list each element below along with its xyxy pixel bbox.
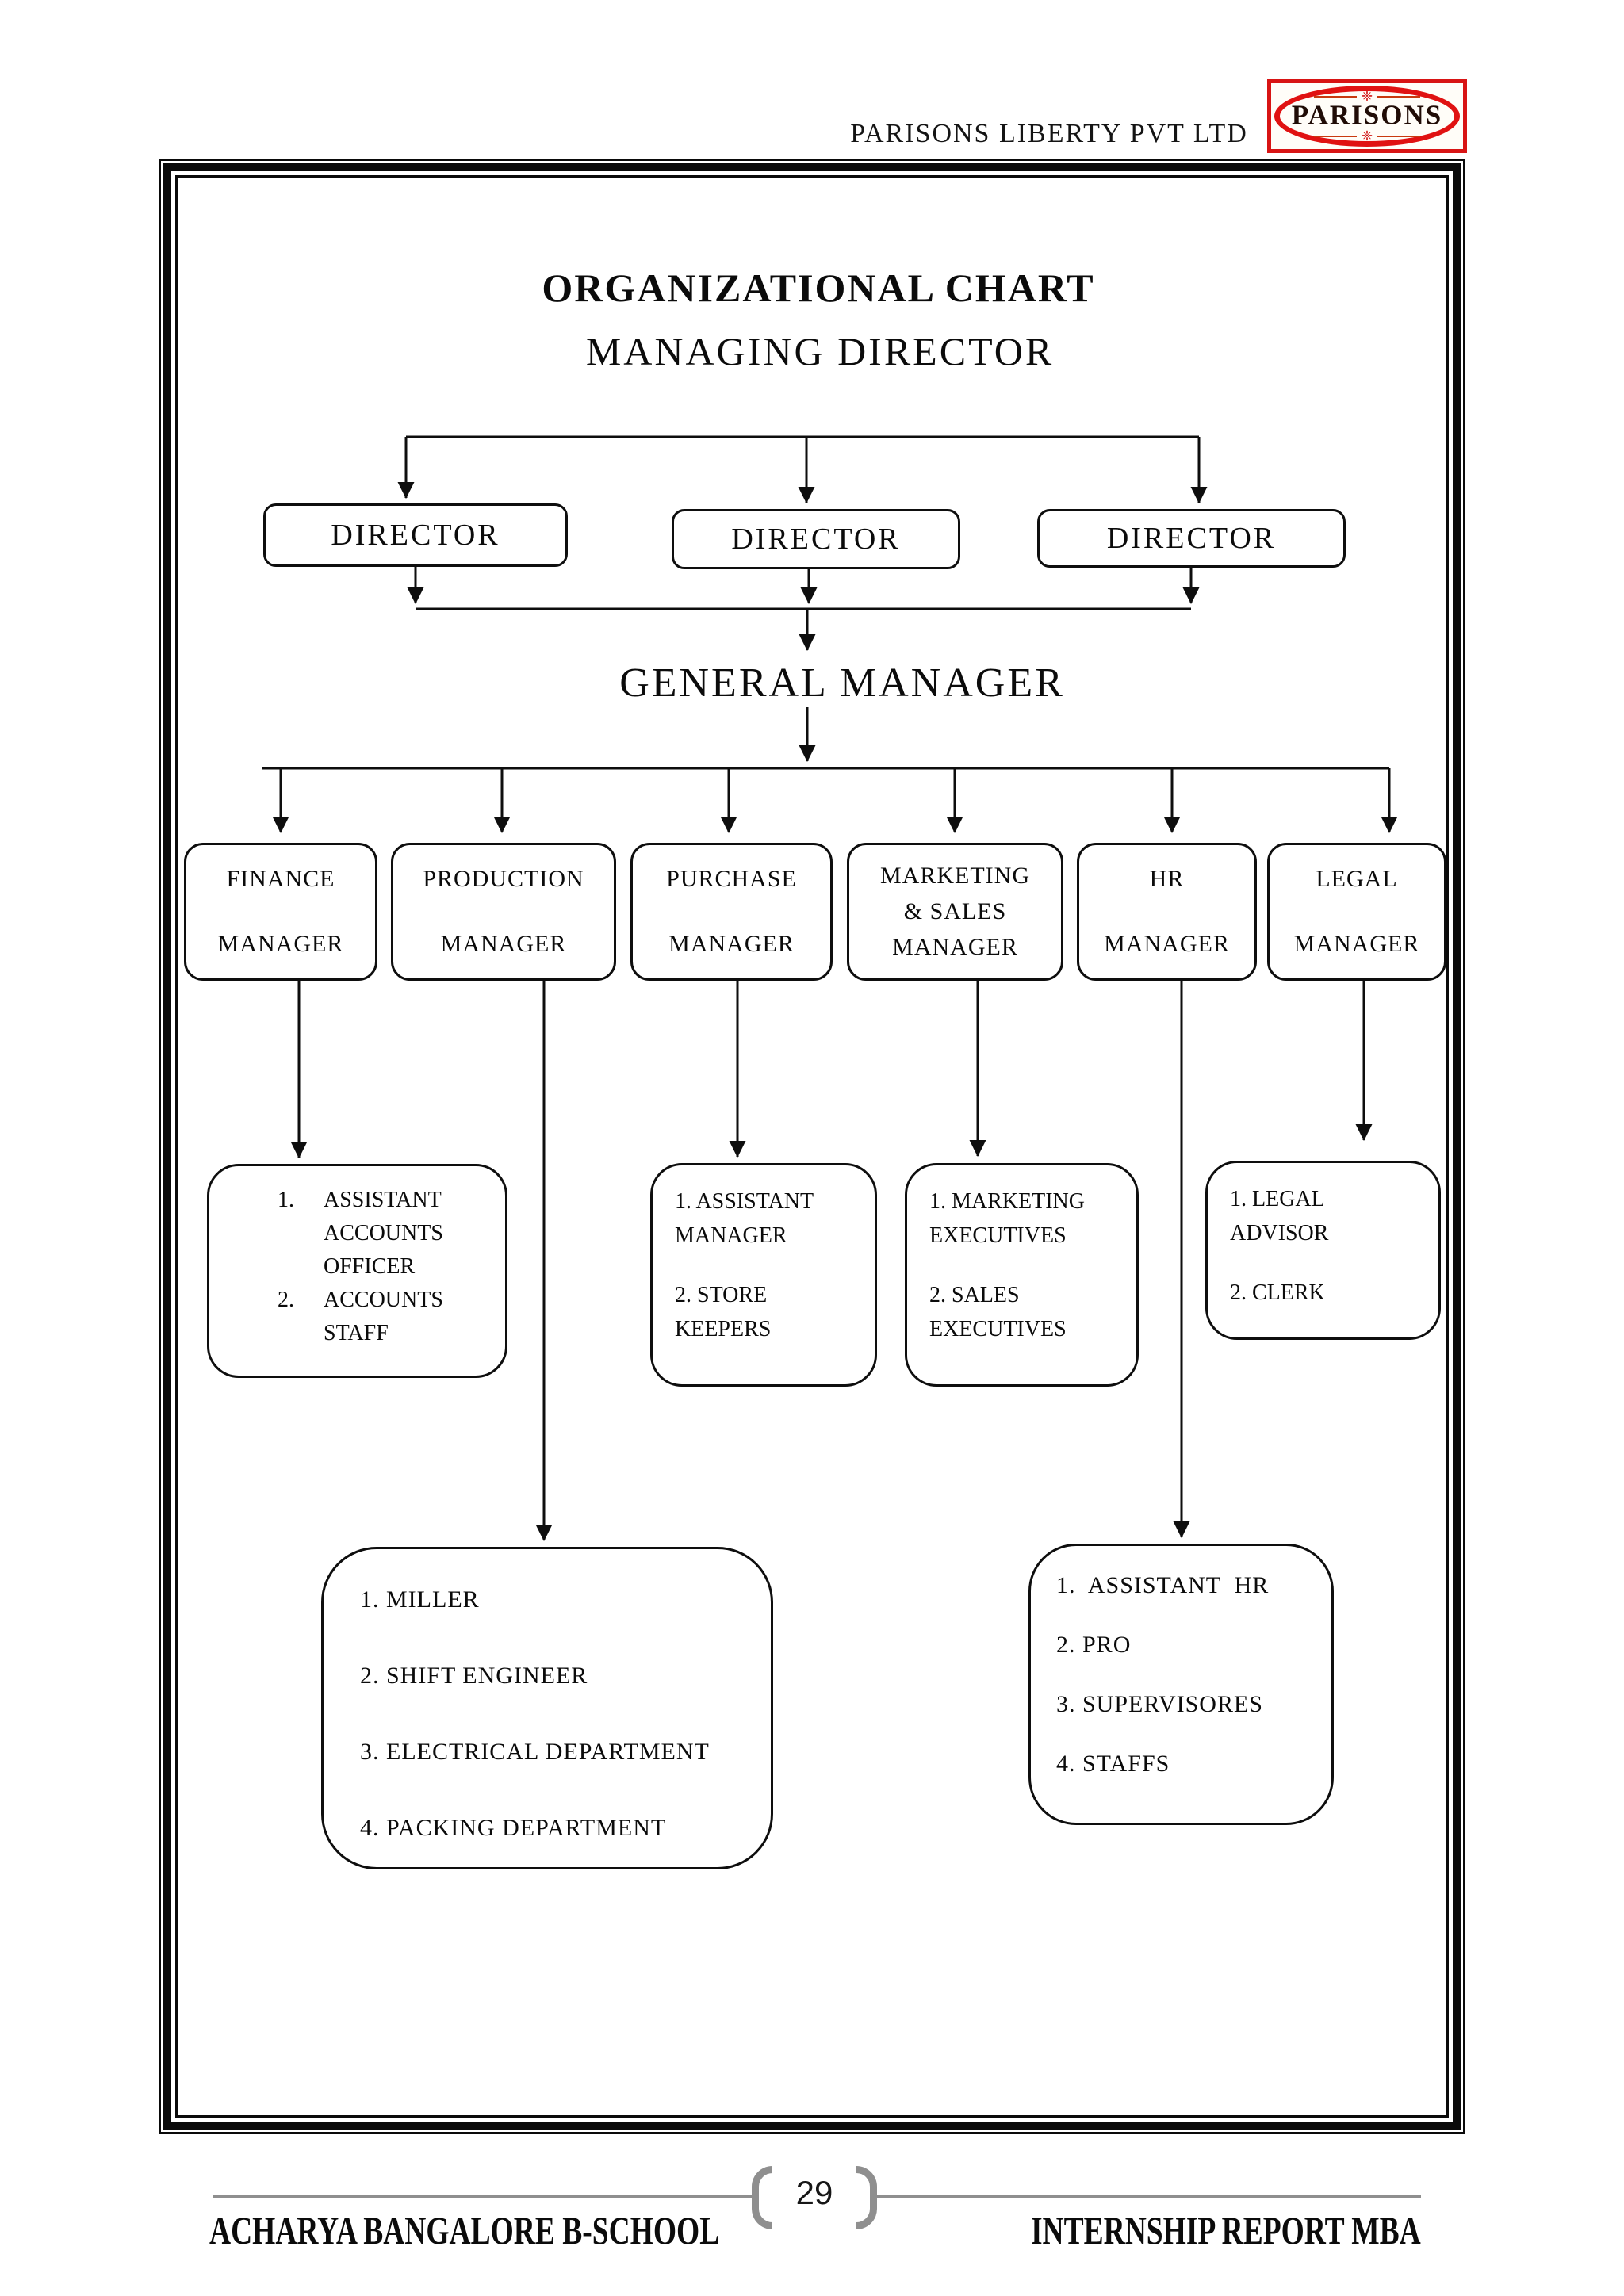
director-label: DIRECTOR	[731, 522, 901, 556]
chart-title: ORGANIZATIONAL CHART	[542, 266, 1095, 310]
list-line: EXECUTIVES	[929, 1223, 1067, 1248]
purchase-staff-box: 1. ASSISTANT MANAGER 2. STORE KEEPERS	[650, 1163, 877, 1387]
hr-manager-box: HR MANAGER	[1077, 843, 1257, 981]
legal-staff-box: 1. LEGAL ADVISOR 2. CLERK	[1205, 1161, 1441, 1340]
legal-manager-box: LEGAL MANAGER	[1267, 843, 1446, 981]
page-border-thick	[163, 163, 1461, 2130]
hr-staff-box: 1. ASSISTANT HR 2. PRO 3. SUPERVISORES 4…	[1028, 1544, 1334, 1825]
ornament-bar	[1377, 135, 1421, 137]
page-border-outer	[159, 159, 1465, 2134]
page-number-bracket-left	[752, 2166, 772, 2229]
flourish-icon: ❈	[1361, 128, 1373, 144]
list-line: 2. STORE	[675, 1283, 768, 1307]
list-line: 2. SALES	[929, 1283, 1020, 1307]
manager-label-line: MANAGER	[1293, 931, 1420, 957]
list-line: 3. SUPERVISORES	[1056, 1691, 1263, 1717]
manager-label-line: MARKETING	[880, 863, 1030, 889]
logo-ellipse	[1274, 86, 1460, 147]
ornament-bar	[1313, 95, 1357, 98]
page-border-inner	[175, 175, 1449, 2118]
company-name: PARISONS LIBERTY PVT LTD	[850, 119, 1248, 148]
director-label: DIRECTOR	[1106, 522, 1277, 555]
list-line: ACCOUNTS	[324, 1221, 443, 1246]
footer-rule-right	[877, 2195, 1421, 2198]
ornament-bar	[1377, 95, 1421, 98]
list-number: 2.	[278, 1288, 294, 1312]
parisons-logo: ❈ PARISONS ❈	[1267, 79, 1467, 153]
general-manager-label: GENERAL MANAGER	[619, 660, 1065, 706]
manager-label-line: MANAGER	[892, 934, 1018, 960]
list-line: ADVISOR	[1230, 1221, 1329, 1246]
ornament-bar	[1313, 135, 1357, 137]
logo-ornament-top: ❈	[1271, 90, 1463, 103]
list-line: 1. ASSISTANT	[675, 1189, 814, 1214]
flourish-icon: ❈	[1361, 89, 1373, 104]
manager-label-line: LEGAL	[1316, 866, 1398, 892]
list-line: ASSISTANT	[324, 1188, 442, 1212]
list-line: STAFF	[324, 1321, 389, 1345]
list-line: 2. CLERK	[1230, 1280, 1325, 1305]
marketing-staff-box: 1. MARKETING EXECUTIVES 2. SALES EXECUTI…	[905, 1163, 1139, 1387]
list-line: 3. ELECTRICAL DEPARTMENT	[360, 1739, 710, 1765]
list-line: 4. STAFFS	[1056, 1751, 1170, 1777]
footer-school-name: ACHARYA BANGALORE B-SCHOOL	[209, 2208, 720, 2252]
production-staff-box: 1. MILLER 2. SHIFT ENGINEER 3. ELECTRICA…	[321, 1547, 773, 1869]
list-line: 4. PACKING DEPARTMENT	[360, 1815, 667, 1841]
list-line: 2. PRO	[1056, 1632, 1132, 1658]
manager-label-line: MANAGER	[668, 931, 795, 957]
footer-report-name: INTERNSHIP REPORT MBA	[1031, 2208, 1421, 2252]
director-box-3: DIRECTOR	[1037, 509, 1346, 568]
list-line: OFFICER	[324, 1254, 416, 1279]
manager-label-line: FINANCE	[226, 866, 335, 892]
page-number-bracket-right	[856, 2166, 877, 2229]
managing-director-label: MANAGING DIRECTOR	[585, 329, 1055, 373]
logo-wordmark: PARISONS	[1291, 98, 1443, 130]
list-number: 1.	[278, 1188, 294, 1212]
list-item: 1. ASSISTANT ACCOUNTS OFFICER	[278, 1184, 505, 1284]
list-line: 1. ASSISTANT HR	[1056, 1572, 1270, 1598]
manager-label-line: MANAGER	[440, 931, 567, 957]
manager-label-line: HR	[1149, 866, 1185, 892]
manager-label-line: MANAGER	[1104, 931, 1230, 957]
logo-ornament-bottom: ❈	[1271, 129, 1463, 143]
production-manager-box: PRODUCTION MANAGER	[391, 843, 616, 981]
marketing-sales-manager-box: MARKETING & SALES MANAGER	[847, 843, 1063, 981]
list-line: 1. MILLER	[360, 1586, 480, 1613]
list-line: 1. MARKETING	[929, 1189, 1085, 1214]
list-line: EXECUTIVES	[929, 1317, 1067, 1341]
manager-label-line: PRODUCTION	[423, 866, 584, 892]
director-box-1: DIRECTOR	[263, 503, 568, 567]
manager-label-line: MANAGER	[217, 931, 344, 957]
list-line: ACCOUNTS	[324, 1288, 443, 1312]
list-line: 2. SHIFT ENGINEER	[360, 1663, 588, 1689]
director-label: DIRECTOR	[331, 519, 500, 552]
finance-manager-box: FINANCE MANAGER	[184, 843, 377, 981]
manager-label-line: PURCHASE	[666, 866, 797, 892]
list-line: MANAGER	[675, 1223, 787, 1248]
finance-staff-box: 1. ASSISTANT ACCOUNTS OFFICER 2. ACCOUNT…	[207, 1164, 508, 1378]
purchase-manager-box: PURCHASE MANAGER	[630, 843, 833, 981]
list-item: 2. ACCOUNTS STAFF	[278, 1284, 505, 1350]
director-box-2: DIRECTOR	[672, 509, 960, 569]
list-line: KEEPERS	[675, 1317, 772, 1341]
footer-rule-left	[213, 2195, 752, 2198]
list-line: 1. LEGAL	[1230, 1187, 1325, 1211]
manager-label-line: & SALES	[903, 898, 1007, 924]
page-number: 29	[795, 2174, 833, 2211]
